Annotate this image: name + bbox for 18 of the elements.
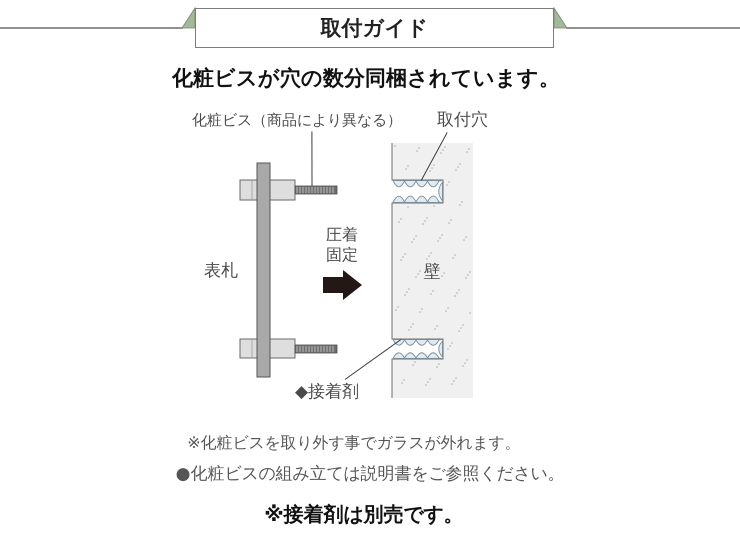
note-text: ※接着剤は別売です。: [264, 502, 464, 526]
arrow-label: 圧着固定: [326, 225, 359, 265]
part-label: 取付穴: [437, 110, 488, 130]
part-label: 表札: [204, 260, 238, 282]
adhesive-hole: [392, 339, 443, 359]
wall: [392, 143, 473, 398]
title-banner: 取付ガイド: [195, 8, 554, 48]
screw: [294, 186, 338, 194]
leader-line: [311, 131, 312, 186]
part-label: 化粧ビス（商品により異なる）: [192, 110, 402, 130]
note-text: ※化粧ビスを取り外す事でガラスが外れます。: [187, 433, 521, 453]
part-label: ◆接着剤: [295, 382, 360, 402]
leader-line: [420, 132, 448, 181]
note-text: ●化粧ビスの組み立ては説明書をご参照ください。: [176, 464, 564, 484]
mounting-hole: [392, 180, 443, 203]
leader-line: [344, 339, 402, 380]
part-label: 壁: [424, 262, 440, 282]
subtitle: 化粧ビスが穴の数分同梱されています。: [172, 65, 560, 91]
